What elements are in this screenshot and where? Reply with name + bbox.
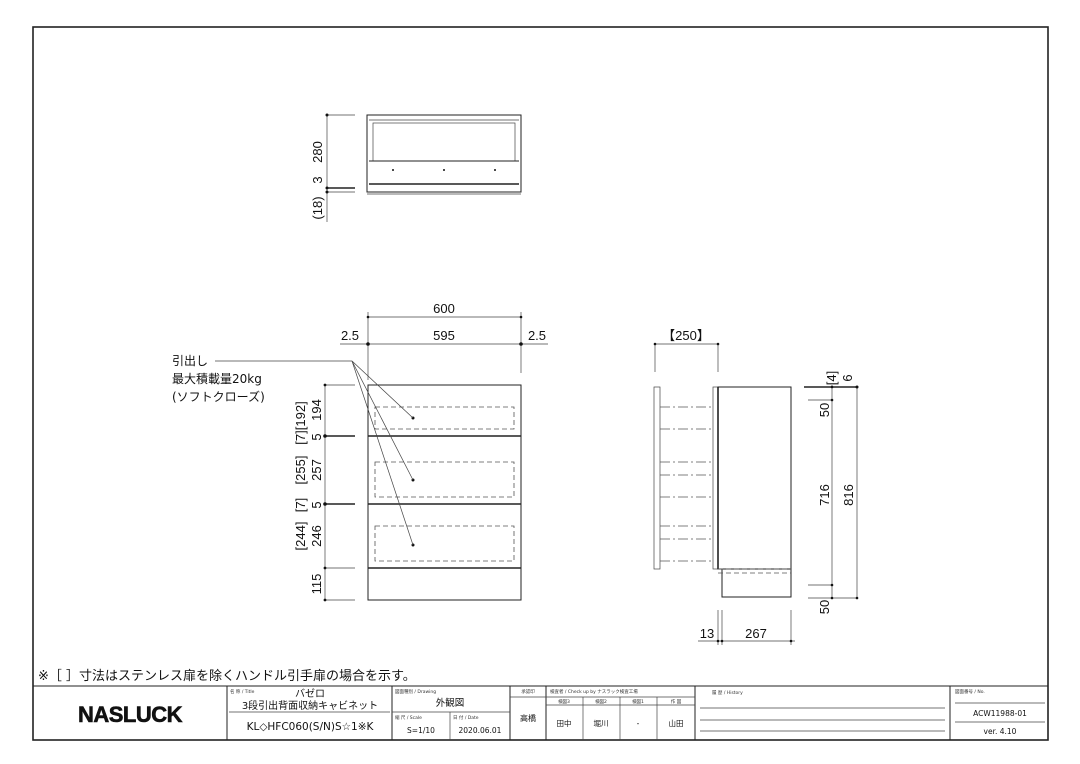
drawing-type-label: 図面種別 / Drawing — [395, 688, 436, 695]
model-number: KL◇HFC060(S/N)S☆1※K — [247, 721, 375, 733]
dim-drawer2: 257 — [309, 459, 324, 481]
dim-top-3: 3 — [310, 176, 325, 183]
dim-drawer3: 246 — [309, 525, 324, 547]
front-view: 引出し 最大積載量20kg (ソフトクローズ) 600 595 2.5 2.5 … — [172, 301, 548, 602]
dim-bottom-50: 50 — [817, 600, 832, 614]
dim-267: 267 — [745, 626, 767, 641]
dim-gap1: 5 — [309, 433, 324, 440]
drawing-number-label: 図面番号 / No. — [955, 688, 985, 695]
dim-6: 6 — [840, 374, 855, 381]
checker-name-4: 山田 — [669, 718, 684, 728]
dim-gap-left: 2.5 — [341, 328, 359, 343]
checker-role-4: 作 図 — [671, 698, 682, 705]
dim-gap-right: 2.5 — [528, 328, 546, 343]
approval-label: 承認印 — [521, 688, 535, 695]
dim-plinth: 115 — [309, 574, 324, 595]
dim-bracket-2: [255] — [293, 456, 308, 485]
version: ver. 4.10 — [984, 727, 1017, 736]
dim-bracket-3: [7] — [293, 498, 308, 512]
checker-name-1: 田中 — [557, 718, 572, 728]
product-title: バゼロ — [295, 688, 325, 700]
dim-drawer-extension: 【250】 — [662, 328, 710, 343]
dim-bracket-1: [7][192] — [293, 401, 308, 444]
date: 2020.06.01 — [459, 726, 502, 735]
drawing-number: ACW11988-01 — [973, 709, 1027, 718]
dim-bracket-4: [244] — [293, 522, 308, 551]
dim-width-595: 595 — [433, 328, 455, 343]
check-label: 検査者 / Check up by ナスラック検査工場 — [550, 688, 638, 695]
dim-top-18: (18) — [310, 196, 325, 219]
scale-label: 縮 尺 / Scale — [395, 714, 422, 721]
callout-drawer: 引出し — [172, 354, 208, 368]
date-label: 日 付 / Date — [453, 714, 479, 721]
side-view: 【250】 [4] 6 50 716 816 50 13 267 — [653, 328, 859, 645]
dim-gap2: 5 — [309, 501, 324, 508]
dim-top-280: 280 — [310, 141, 325, 163]
history-label: 履 歴 / History — [712, 690, 743, 696]
dim-drawer1: 194 — [309, 399, 324, 421]
callout-soft-close: (ソフトクローズ) — [172, 389, 265, 404]
nasluck-logo: NASLUCK — [78, 702, 183, 727]
drawing-type: 外観図 — [436, 697, 465, 709]
title-block: NASLUCK 名 称 / Title バゼロ 3段引出背面収納キャビネット K… — [33, 685, 1048, 740]
checker-name-3: - — [637, 719, 640, 728]
callout-max-load: 最大積載量20kg — [172, 371, 262, 386]
checker-role-2: 検図2 — [595, 698, 607, 705]
dim-width-600: 600 — [433, 301, 455, 316]
checker-name-2: 堀川 — [594, 719, 609, 728]
checker-role-3: 検図1 — [632, 698, 644, 705]
dim-816: 816 — [841, 484, 856, 506]
checker-role-1: 検図3 — [558, 698, 570, 705]
dim-716: 716 — [817, 484, 832, 506]
dim-top-50: 50 — [817, 403, 832, 417]
product-subtitle: 3段引出背面収納キャビネット — [242, 699, 378, 712]
drawing-frame — [32, 26, 1049, 741]
dim-13: 13 — [700, 626, 714, 641]
approver: 高橋 — [520, 713, 536, 723]
dim-bracket-4mm: [4] — [824, 371, 839, 385]
bracket-dimension-note: ※［ ］寸法はステンレス扉を除くハンドル引手扉の場合を示す。 — [38, 668, 416, 684]
scale: S=1/10 — [407, 726, 435, 735]
title-label: 名 称 / Title — [230, 688, 255, 695]
top-view: 280 3 (18) — [310, 113, 522, 222]
